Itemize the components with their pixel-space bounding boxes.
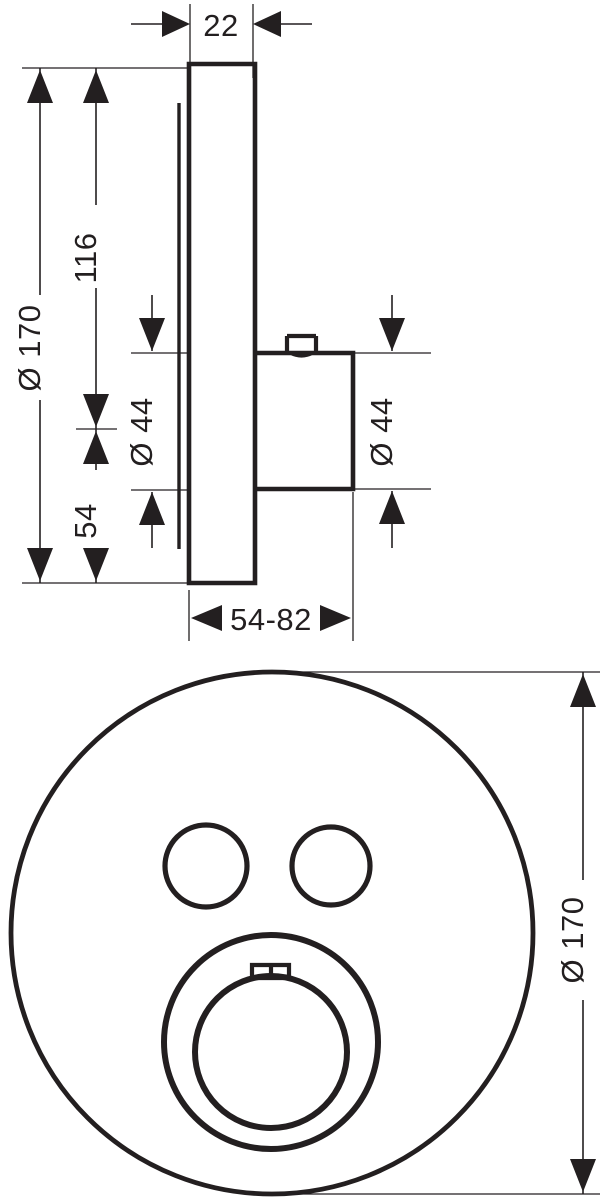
dimension-diameter-44-right: Ø 44 — [353, 295, 431, 548]
dimension-label-170-side: Ø 170 — [12, 305, 47, 392]
dimension-install-depth-54-82: 54-82 — [188, 492, 354, 641]
dimension-diameter-44-left: Ø 44 — [124, 295, 189, 548]
arrowhead-5482-left — [191, 605, 222, 631]
arrowhead-22-right — [253, 11, 281, 37]
side-view-body-box — [255, 350, 356, 492]
side-section-view — [177, 61, 356, 586]
dimension-label-54: 54 — [68, 503, 103, 538]
dimension-diameter-170-front: Ø 170 — [280, 671, 600, 1195]
dimension-label-44-right: Ø 44 — [364, 397, 399, 466]
dimension-label-44-left: Ø 44 — [124, 397, 159, 466]
arrowhead-170-top — [27, 70, 53, 103]
dimension-label-54-82: 54-82 — [230, 602, 312, 637]
dimension-label-22: 22 — [203, 8, 238, 43]
dimension-label-116: 116 — [68, 233, 103, 284]
front-view — [8, 669, 536, 1197]
front-view-thermostat-inner-ring — [192, 973, 350, 1131]
front-view-knob-marker-tab — [249, 962, 292, 981]
arrowhead-116-top — [83, 70, 109, 103]
arrowhead-170-bottom — [27, 548, 53, 581]
front-view-thermostat-outer-ring — [161, 932, 381, 1152]
arrowhead-170-front-bottom — [570, 1159, 596, 1192]
side-view-spindle-tab — [284, 333, 319, 353]
arrowhead-44-right-bottom — [379, 491, 405, 524]
arrowhead-54-top — [83, 431, 109, 464]
dimension-label-170-front: Ø 170 — [555, 897, 590, 984]
arrowhead-116-bottom — [83, 394, 109, 427]
dimension-depth-22: 22 — [131, 4, 312, 78]
arrowhead-5482-right — [320, 605, 351, 631]
front-view-escutcheon-circle — [8, 669, 536, 1197]
arrowhead-44-left-top — [139, 318, 165, 351]
dimension-diameter-170-side: Ø 170 — [12, 68, 53, 583]
dimension-group-left: Ø 170 116 54 — [12, 67, 190, 584]
front-view-button-left — [162, 822, 250, 910]
arrowhead-54-bottom — [83, 548, 109, 581]
side-view-spindle-tab-base — [289, 351, 314, 358]
side-view-faceplate — [186, 61, 258, 586]
arrowhead-44-right-top — [379, 318, 405, 351]
front-view-button-right — [289, 824, 373, 908]
arrowhead-170-front-top — [570, 674, 596, 707]
arrowhead-22-left — [162, 11, 190, 37]
arrowhead-44-left-bottom — [139, 492, 165, 525]
dimension-chain-116-54: 116 54 — [68, 68, 117, 583]
